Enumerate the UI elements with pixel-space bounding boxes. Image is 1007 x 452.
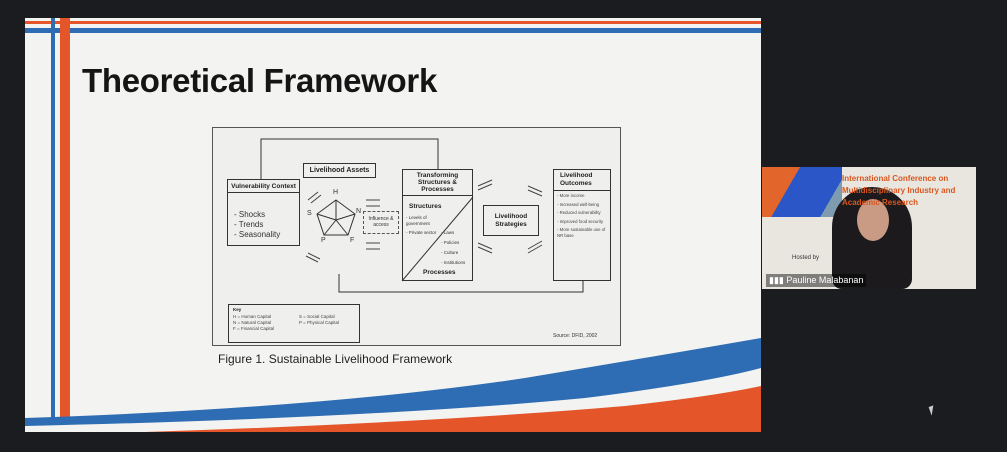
outcomes-title: Livelihood Outcomes [554,170,610,191]
figure-caption: Figure 1. Sustainable Livelihood Framewo… [218,352,453,366]
livelihood-assets-label: Livelihood Assets [303,163,376,178]
key-col-2: S = Social Capital P = Physical Capital [299,314,339,326]
processes-label: Processes [423,269,456,276]
vulnerability-items: - Shocks - Trends - Seasonality [234,210,280,240]
mouse-cursor-icon [928,405,937,416]
top-stripe-orange [25,21,761,24]
influence-access-box: Influence & access [363,211,399,234]
hosted-by-text: Hosted by [792,255,820,261]
livelihood-outcomes-box: Livelihood Outcomes - More income - Incr… [553,169,611,281]
vulnerability-title: Vulnerability Context [228,183,299,193]
participant-name-text: Pauline Malabanan [786,275,864,285]
source-label: Source: DFID, 2002 [553,333,598,339]
item: - Increased well-being [557,201,600,207]
item: S = Social Capital [299,314,335,319]
vulnerability-context-box: Vulnerability Context - Shocks - Trends … [227,179,300,246]
asset-h: H [333,189,339,196]
presentation-slide: Theoretical Framework Vulnerability Cont… [25,18,761,432]
item: - Private sector [406,230,437,235]
transforming-structures-box: Transforming Structures & Processes Stru… [402,169,473,281]
item: - Institutions [441,260,466,265]
conference-banner: International Conference on Multidiscipl… [842,174,956,207]
item: N = Natural Capital [233,320,272,325]
item: F = Financial Capital [233,326,275,331]
left-stripe-blue [51,18,55,432]
livelihood-strategies-box: Livelihood Strategies [483,205,539,236]
item: - Levels of government [406,215,430,226]
slide-title: Theoretical Framework [82,62,437,99]
structures-label: Structures [409,203,442,210]
transforming-title: Transforming Structures & Processes [403,170,472,196]
bottom-wave [25,338,761,432]
key-title: Key [233,307,242,312]
item: - Improved food security [557,218,604,224]
diagram-lines [260,138,584,293]
participant-name: ▮▮▮ Pauline Malabanan [766,274,867,287]
item: - Seasonality [234,230,281,239]
asset-n: N [356,208,362,215]
item: - Laws [441,230,455,235]
top-stripe-blue [25,28,761,33]
banner-graphic [762,167,842,217]
outcomes-list: - More income - Increased well-being - R… [554,191,610,240]
item: - More sustainable use of NR base [557,227,606,238]
asset-s: S [307,210,312,217]
key-col-1: H = Human Capital N = Natural Capital F … [233,314,274,332]
item: - Policies [441,240,460,245]
structures-list: - Levels of government - Private sector [406,215,438,236]
item: - Reduced vulnerability [557,210,601,215]
participant-face [857,199,889,241]
participant-video-tile[interactable]: International Conference on Multidiscipl… [762,167,976,289]
item: - Culture [441,250,459,255]
item: - More income [557,193,585,198]
asset-f: F [350,237,355,244]
key-box: Key H = Human Capital N = Natural Capita… [228,304,360,343]
item: H = Human Capital [233,314,272,319]
item: P = Physical Capital [299,320,340,325]
item: - Trends [234,220,264,229]
asset-p: P [321,237,326,244]
livelihood-framework-diagram: Vulnerability Context - Shocks - Trends … [212,127,621,346]
left-stripe-orange [60,18,70,432]
item: - Shocks [234,210,266,219]
processes-list: - Laws - Policies - Culture - Institutio… [441,228,465,268]
